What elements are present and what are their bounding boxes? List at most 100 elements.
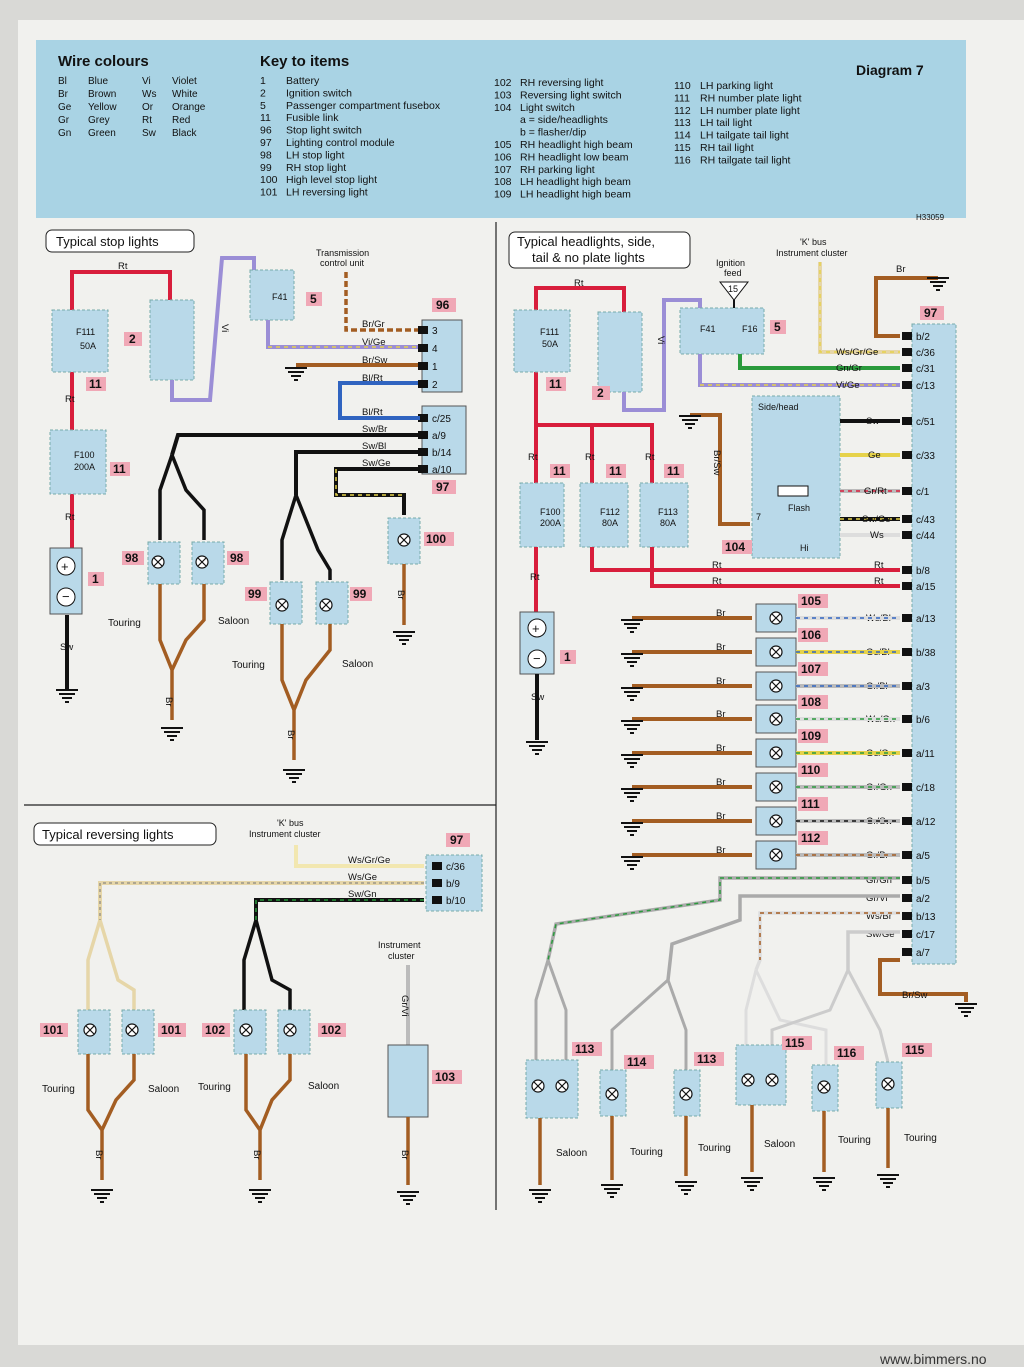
svg-text:Saloon: Saloon	[148, 1084, 179, 1095]
wire-colour-name: Brown	[88, 89, 116, 100]
wire-colour-name: Red	[172, 115, 190, 126]
wire-label: Br	[716, 709, 726, 720]
key-item-label: Lighting control module	[286, 137, 395, 149]
wire-label: Gn/Gr	[836, 363, 862, 374]
headlights-section: Typical headlights, side, tail & no plat…	[508, 231, 978, 1203]
item-number: 106	[801, 628, 821, 642]
connector-pin	[432, 879, 442, 887]
item-number-tag	[798, 594, 828, 608]
reversing-section: Typical reversing lights 'K' bus Instrum…	[33, 818, 483, 1205]
connector-pin	[902, 364, 912, 372]
svg-text:Rt: Rt	[874, 576, 884, 587]
key-item-number: 105	[494, 139, 512, 151]
svg-text:Saloon: Saloon	[218, 616, 249, 627]
item-number-tag	[798, 695, 828, 709]
headlights-title-1: Typical headlights, side,	[517, 234, 655, 249]
diagram-label: Diagram 7	[856, 62, 924, 78]
wire-colour-name: Grey	[88, 115, 110, 126]
ground-icon	[620, 754, 644, 768]
pin-label: c/36	[916, 348, 935, 359]
svg-text:11: 11	[113, 462, 126, 476]
ground-icon	[620, 687, 644, 701]
key-item-label: LH tail light	[700, 117, 752, 129]
wire-colour-code: Br	[58, 89, 69, 100]
wire-colour-code: Gn	[58, 128, 71, 139]
wire-label: Vi/Ge	[836, 380, 860, 391]
stop-light-switch-96	[421, 319, 463, 393]
pin-label: b/13	[916, 912, 936, 923]
wire-label: Br	[716, 845, 726, 856]
pin-label: a/3	[916, 682, 930, 693]
svg-text:+: +	[61, 559, 69, 574]
wire-colour-code: Vi	[142, 76, 151, 87]
connector-pin	[418, 326, 428, 334]
svg-text:Rt: Rt	[530, 572, 540, 583]
lamp-icon	[769, 645, 783, 659]
svg-text:98: 98	[230, 551, 244, 565]
svg-text:Instrument cluster: Instrument cluster	[776, 248, 848, 258]
svg-text:11: 11	[667, 464, 680, 478]
connector-pin	[418, 414, 428, 422]
item-number: 105	[801, 594, 821, 608]
key-item-number: 109	[494, 189, 512, 201]
svg-text:F100: F100	[540, 507, 561, 517]
fuse-f100	[49, 429, 107, 495]
connector-pin	[902, 715, 912, 723]
svg-text:Saloon: Saloon	[308, 1081, 339, 1092]
connector-pin	[418, 465, 428, 473]
svg-text:7: 7	[756, 512, 761, 522]
key-item-number: 111	[674, 92, 690, 104]
key-item-number: 5	[260, 100, 266, 112]
wire-label: Sw/Ge	[866, 929, 895, 940]
fuse-f111	[51, 309, 109, 373]
key-item-number: 101	[260, 187, 278, 199]
wire-colour-code: Sw	[142, 128, 157, 139]
pin-label: a/2	[916, 894, 930, 905]
key-item-label: LH number plate light	[700, 105, 800, 117]
svg-text:97: 97	[436, 480, 450, 494]
ground-icon	[620, 653, 644, 667]
headlights-title-2: tail & no plate lights	[532, 250, 645, 265]
key-item-label: a = side/headlights	[520, 114, 608, 126]
pin-label: c/17	[916, 930, 935, 941]
svg-text:Flash: Flash	[788, 503, 810, 513]
ignition-switch	[149, 299, 195, 381]
svg-text:Rt: Rt	[645, 452, 655, 463]
connector-pin	[902, 487, 912, 495]
svg-text:50A: 50A	[542, 339, 558, 349]
wire-label: Ws/Gr/Ge	[836, 347, 878, 358]
key-item-number: 102	[494, 77, 512, 89]
svg-text:Touring: Touring	[630, 1147, 663, 1158]
svg-text:Rt: Rt	[65, 394, 75, 405]
svg-text:50A: 50A	[80, 341, 96, 351]
pin-label: c/33	[916, 451, 935, 462]
key-item-number: 103	[494, 89, 512, 101]
connector-pin	[902, 749, 912, 757]
pin-label: c/36	[446, 862, 465, 873]
connector-pin	[418, 362, 428, 370]
pin-label: c/1	[916, 487, 930, 498]
pin-label: a/7	[916, 948, 930, 959]
svg-text:Br: Br	[163, 697, 174, 707]
key-item-label: LH headlight high beam	[520, 176, 631, 188]
svg-text:114: 114	[627, 1055, 647, 1069]
key-item-number: 106	[494, 151, 512, 163]
connector-pin	[902, 817, 912, 825]
svg-text:96: 96	[436, 298, 450, 312]
wire-colour-name: Black	[172, 128, 197, 139]
pin-label: c/31	[916, 364, 935, 375]
fuse-f41	[249, 269, 295, 321]
wire-colour-name: Green	[88, 128, 116, 139]
item-number: 109	[801, 729, 821, 743]
ground-icon	[620, 720, 644, 734]
svg-text:Rt: Rt	[585, 452, 595, 463]
connector-pin	[902, 566, 912, 574]
svg-text:Hi: Hi	[800, 543, 809, 553]
wire-colour-code: Ge	[58, 102, 72, 113]
svg-text:2: 2	[129, 332, 136, 346]
key-item-number: 110	[674, 80, 691, 92]
stop-lights-section: Typical stop lights Rt Rt Rt Sw F111 50A…	[45, 229, 467, 783]
svg-text:Touring: Touring	[838, 1135, 871, 1146]
